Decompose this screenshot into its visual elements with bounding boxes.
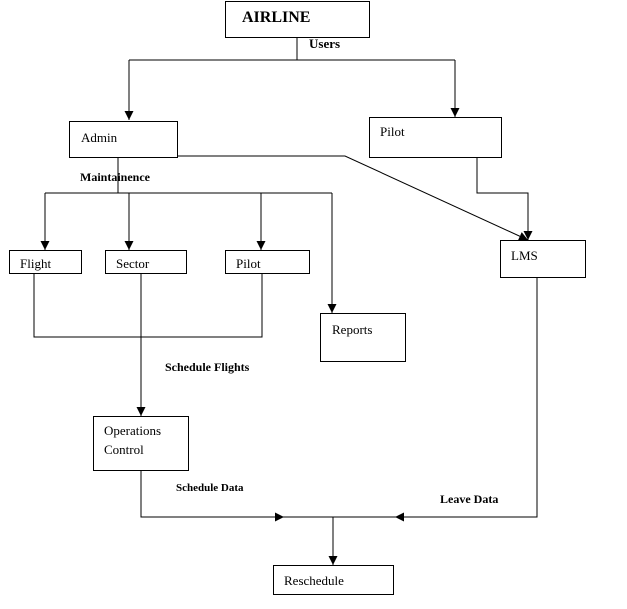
operations-control-label-line1: Operations xyxy=(104,423,162,438)
arrow-leave-data xyxy=(395,277,538,522)
admin-node: Admin xyxy=(69,121,178,158)
schedule-data-edge-label: Schedule Data xyxy=(176,482,244,494)
reschedule-node-label: Reschedule xyxy=(284,573,344,588)
airline-node: AIRLINE xyxy=(225,1,370,38)
schedule-flights-edge-label: Schedule Flights xyxy=(165,360,250,374)
pilot-top-node-label: Pilot xyxy=(380,124,405,139)
reports-node: Reports xyxy=(320,313,406,362)
lms-node: LMS xyxy=(500,240,586,278)
maintainence-edge-label: Maintainence xyxy=(80,170,150,184)
reschedule-node: Reschedule xyxy=(273,565,394,595)
flight-node-label: Flight xyxy=(20,256,52,271)
leave-data-edge-label: Leave Data xyxy=(440,492,499,506)
arrow-pilot-to-lms xyxy=(476,157,533,240)
operations-control-node: Operations Control xyxy=(93,416,189,471)
pilot-mid-node: Pilot xyxy=(225,250,310,274)
arrow-schedule-data xyxy=(140,470,284,522)
admin-node-label: Admin xyxy=(81,130,118,145)
flight-node: Flight xyxy=(9,250,82,274)
pilot-top-node: Pilot xyxy=(369,117,502,158)
pilot-mid-node-label: Pilot xyxy=(236,256,261,271)
operations-control-label-line2: Control xyxy=(104,442,144,457)
airline-node-label: AIRLINE xyxy=(242,9,311,26)
lms-node-label: LMS xyxy=(511,248,538,263)
sector-node-label: Sector xyxy=(116,256,150,271)
arrow-admin-to-lms xyxy=(177,155,529,241)
reports-node-label: Reports xyxy=(332,322,373,337)
flight-pilot-join-line xyxy=(33,273,263,338)
sector-node: Sector xyxy=(105,250,187,274)
users-edge-label: Users xyxy=(309,36,341,51)
